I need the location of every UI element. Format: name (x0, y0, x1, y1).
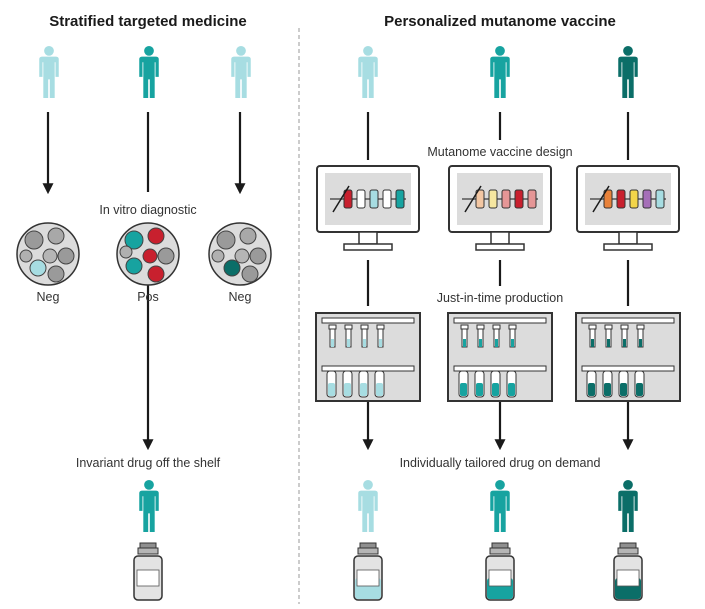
drug-vial (353, 542, 383, 601)
result-label-pos: Pos (137, 290, 159, 304)
diagnostic-label: In vitro diagnostic (99, 203, 196, 217)
right-patient-row (358, 46, 638, 98)
drug-vial (613, 542, 643, 601)
monitor-design-2 (448, 165, 552, 251)
left-arrows (42, 112, 246, 451)
right-connector-lines (362, 112, 634, 451)
right-drug-label: Individually tailored drug on demand (400, 456, 601, 470)
result-label-neg: Neg (37, 290, 60, 304)
left-drug-label: Invariant drug off the shelf (76, 456, 221, 470)
patient-icon (490, 480, 510, 532)
production-rack-3 (575, 312, 681, 402)
production-label: Just-in-time production (437, 291, 563, 305)
patient-icon (231, 46, 251, 98)
result-label-neg: Neg (229, 290, 252, 304)
tissue-sample-neg (208, 222, 272, 286)
left-patient-row (39, 46, 251, 98)
drug-vial (485, 542, 515, 601)
patient-icon (358, 480, 378, 532)
patient-icon (358, 46, 378, 98)
patient-icon (139, 480, 159, 532)
monitor-design-3 (576, 165, 680, 251)
patient-icon (618, 46, 638, 98)
production-rack-1 (315, 312, 421, 402)
monitor-design-1 (316, 165, 420, 251)
drug-vial (133, 542, 163, 601)
patient-icon (39, 46, 59, 98)
tissue-sample-pos (116, 222, 180, 286)
patient-icon (490, 46, 510, 98)
tissue-sample-neg (16, 222, 80, 286)
design-label: Mutanome vaccine design (427, 145, 572, 159)
right-panel-title: Personalized mutanome vaccine (384, 13, 616, 30)
left-panel-title: Stratified targeted medicine (49, 13, 247, 30)
production-rack-2 (447, 312, 553, 402)
patient-icon (139, 46, 159, 98)
patient-icon (618, 480, 638, 532)
